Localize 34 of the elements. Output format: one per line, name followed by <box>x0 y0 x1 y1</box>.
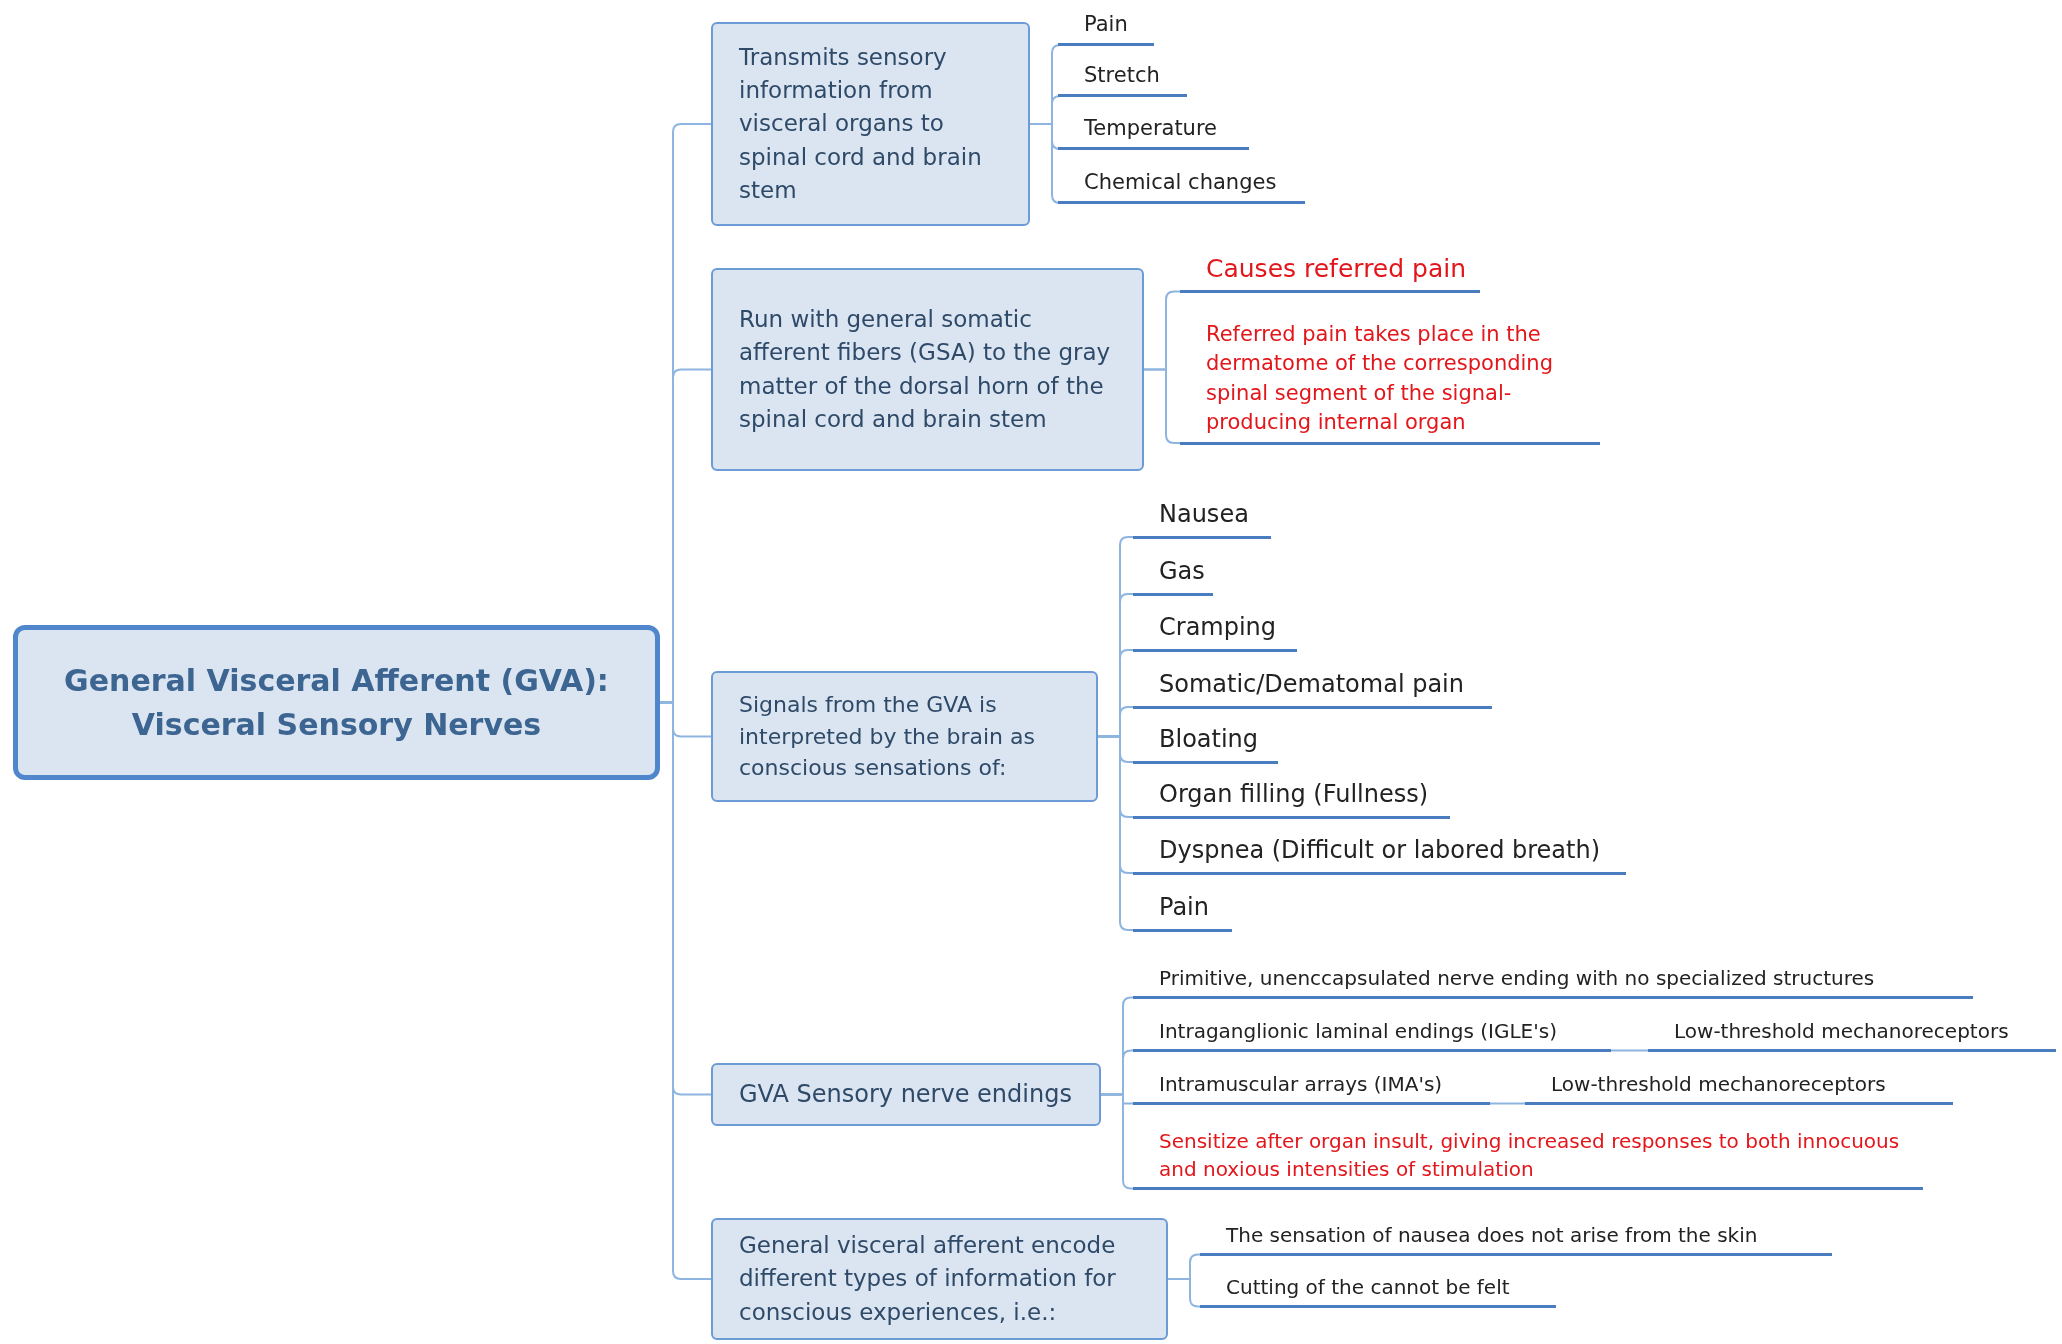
underlined-topic: Temperature <box>1058 114 1249 151</box>
topic-box: Signals from the GVA is interpreted by the brain as conscious sensations of: <box>711 671 1098 802</box>
underlined-topic: Chemical changes <box>1058 168 1305 205</box>
topic-box: Run with general somatic afferent fibers (GSA) to the gray matter of the dorsal horn of the spinal cord and brain stem <box>711 268 1144 471</box>
connector-line <box>1029 123 1061 204</box>
underlined-topic: Intramuscular arrays (IMA's) <box>1133 1070 1490 1105</box>
topic-box: General visceral afferent encode different types of information for conscious experiences, i.e.: <box>711 1218 1168 1340</box>
underlined-topic: Cramping <box>1133 611 1297 652</box>
underlined-topic: Cutting of the cannot be felt <box>1200 1273 1556 1308</box>
underlined-topic: Dyspnea (Difficult or labored breath) <box>1133 834 1626 875</box>
underlined-topic: Somatic/Dematomal pain <box>1133 668 1492 709</box>
connector-line <box>1100 1093 1134 1190</box>
connector-line <box>1167 1278 1201 1308</box>
underlined-topic: Referred pain takes place in the dermatome of the corresponding spinal segment of the signal-producing internal organ <box>1180 320 1600 445</box>
topic-box: Transmits sensory information from visceral organs to spinal cord and brain stem <box>711 22 1030 226</box>
underlined-topic: Causes referred pain <box>1180 251 1480 293</box>
underlined-topic: Gas <box>1133 555 1213 596</box>
underlined-topic: Sensitize after organ insult, giving increased responses to both innocuous and noxious intensities of stimulation <box>1133 1127 1923 1190</box>
underlined-topic: Organ filling (Fullness) <box>1133 778 1450 819</box>
underlined-topic: The sensation of nausea does not arise from the skin <box>1200 1221 1832 1256</box>
underlined-topic: Low-threshold mechanoreceptors <box>1525 1070 1953 1105</box>
underlined-topic: Low-threshold mechanoreceptors <box>1648 1017 2056 1052</box>
underlined-topic: Nausea <box>1133 498 1271 539</box>
underlined-topic: Primitive, unenccapsulated nerve ending with no specialized structures <box>1133 964 1973 999</box>
underlined-topic: Intraganglionic laminal endings (IGLE's) <box>1133 1017 1611 1052</box>
underlined-topic: Bloating <box>1133 723 1278 764</box>
underlined-topic: Pain <box>1133 891 1232 932</box>
connector-line <box>1143 368 1181 445</box>
topic-box: GVA Sensory nerve endings <box>711 1063 1101 1126</box>
connector-line <box>1489 1102 1526 1105</box>
underlined-topic: Stretch <box>1058 61 1187 98</box>
central-topic-box: General Visceral Afferent (GVA): Visceral Sensory Nerves <box>13 625 660 780</box>
connector-line <box>1610 1049 1649 1052</box>
underlined-topic: Pain <box>1058 10 1154 47</box>
